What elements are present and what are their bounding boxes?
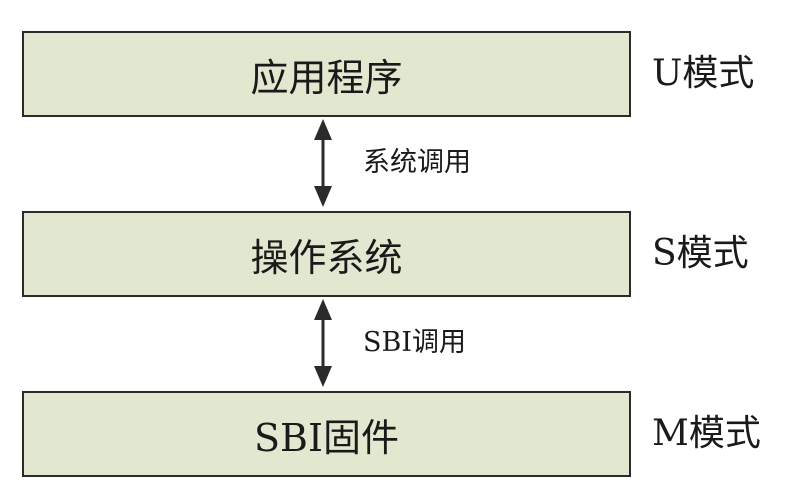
sbi-call-arrow <box>314 299 332 387</box>
application-layer-label: 应用程序 <box>250 55 403 100</box>
syscall-arrow <box>314 119 332 207</box>
syscall-label: 系统调用 <box>363 147 471 178</box>
sbi-call-label: SBI调用 <box>363 327 467 358</box>
firmware-layer-box: SBI固件 <box>22 391 631 477</box>
os-layer-box: 操作系统 <box>22 211 631 297</box>
u-mode-label: U模式 <box>652 53 755 94</box>
application-layer-box: 应用程序 <box>22 31 631 117</box>
os-layer-label: 操作系统 <box>250 235 403 280</box>
m-mode-label: M模式 <box>652 413 761 454</box>
firmware-layer-label: SBI固件 <box>254 415 399 460</box>
s-mode-label: S模式 <box>652 233 749 274</box>
